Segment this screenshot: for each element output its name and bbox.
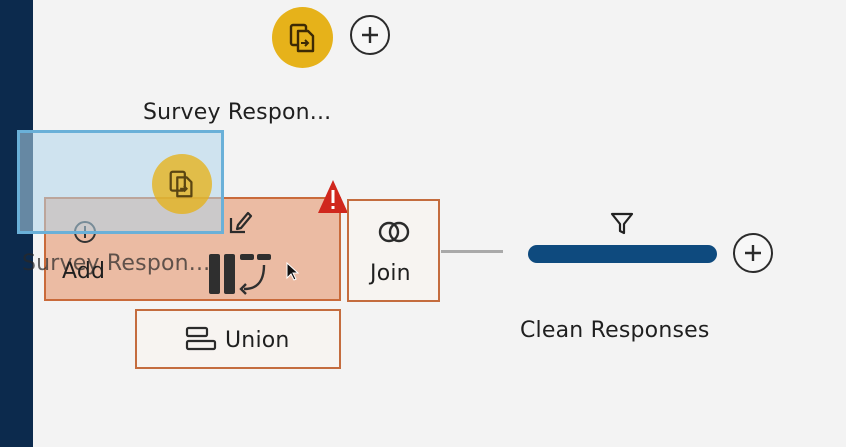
union-label: Union (225, 328, 290, 353)
funnel-icon (609, 211, 635, 237)
cursor-arrow-icon (285, 261, 300, 282)
files-icon (289, 23, 314, 52)
join-label: Join (370, 261, 411, 286)
warning-icon (316, 178, 350, 216)
add-step-button-clean[interactable] (733, 233, 773, 273)
add-step-button-top[interactable] (350, 15, 390, 55)
clean-step-node[interactable] (528, 245, 717, 263)
add-menu-label[interactable]: Add (62, 259, 106, 284)
dragged-node-label: Survey Respon... (22, 251, 211, 276)
dragged-node-icon (152, 154, 212, 214)
files-icon (169, 170, 193, 198)
venn-icon (377, 220, 411, 244)
plus-circle-icon (362, 27, 378, 43)
flow-connector (441, 250, 503, 253)
union-button[interactable] (135, 309, 341, 369)
join-button[interactable] (347, 199, 440, 302)
union-icon (185, 326, 217, 352)
pencil-icon[interactable] (228, 209, 254, 235)
input-node-icon[interactable] (272, 7, 333, 68)
pivot-icon[interactable] (206, 251, 274, 297)
clean-step-label: Clean Responses (520, 318, 710, 343)
plus-circle-icon (745, 245, 761, 261)
input-node-label-top: Survey Respon... (143, 100, 332, 125)
